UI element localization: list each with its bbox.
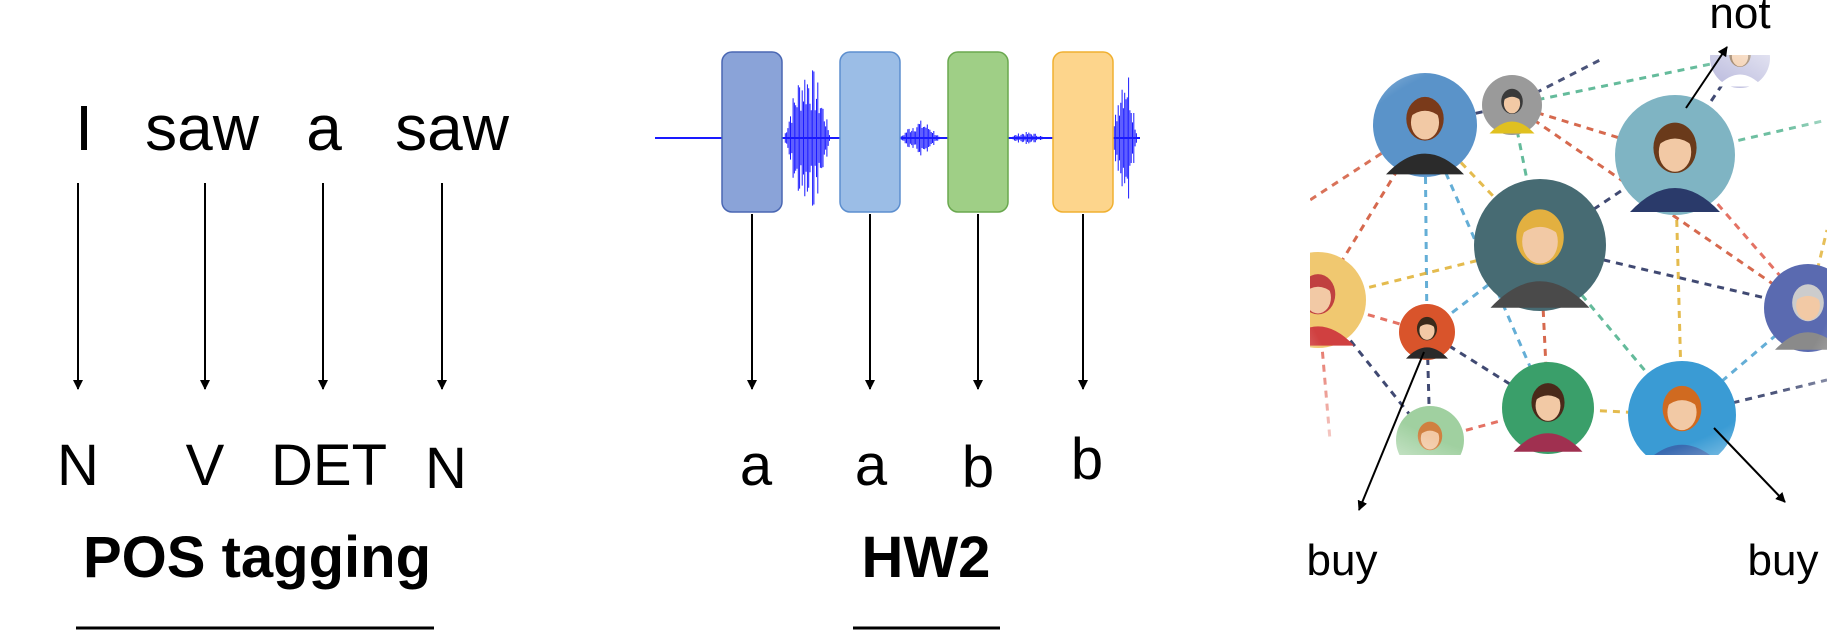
hw2-label: a [855,433,888,498]
hw2-label: a [740,433,773,498]
pos-word: saw [145,92,260,164]
pos-tag: N [425,436,467,501]
network-label-buy-right: buy [1748,536,1819,585]
network-label-buy-left: buy [1307,536,1378,585]
hw2-block [839,51,901,213]
network-arrow-top [1685,46,1728,109]
pos-tag: N [57,433,99,498]
network-label-not: not [1709,0,1770,38]
hw2-block [1052,51,1114,213]
hw2-block [947,51,1009,213]
pos-panel: I saw a saw N V DET N POS tagging [57,92,510,630]
pos-word: saw [395,92,510,164]
hw2-label: b [962,435,994,500]
hw2-block [721,51,783,213]
pos-word: a [306,92,342,164]
network-arrow-right [1713,427,1786,503]
hw2-label: b [1071,427,1103,492]
pos-tag: DET [271,433,387,498]
network-arrow-left [1357,351,1425,511]
hw2-caption: HW2 [862,525,991,590]
network-image [1310,55,1827,455]
pos-tag: V [186,433,225,498]
hw2-panel: a a b b HW2 [655,51,1140,630]
pos-caption: POS tagging [83,525,431,590]
network-panel: not buy buy [1307,0,1827,585]
pos-word: I [75,92,93,164]
